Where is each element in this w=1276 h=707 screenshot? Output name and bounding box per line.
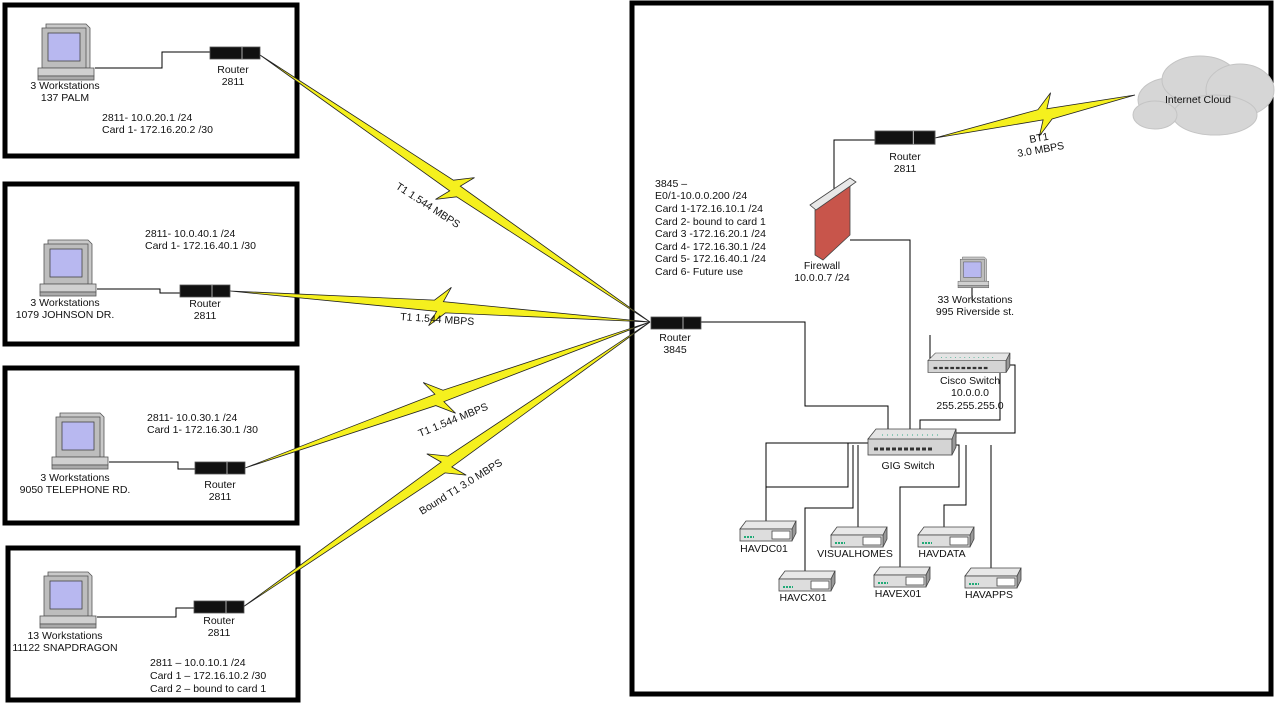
server-label: HAVCX01: [779, 592, 826, 604]
workstation-icon: [39, 571, 97, 629]
site-box-telephone: [2, 365, 300, 526]
workstation-icon: [39, 239, 97, 297]
firewall-label: Firewall: [804, 260, 840, 272]
svg-text:3845 –: 3845 –: [655, 178, 687, 190]
firewall-ip: 10.0.0.7 /24: [794, 272, 850, 284]
site-ip-line: Card 1- 172.16.40.1 /30: [145, 240, 256, 252]
workstation-icon: [37, 23, 95, 81]
svg-text:Card 2- bound to card 1: Card 2- bound to card 1: [655, 216, 766, 228]
site-address: 11122 SNAPDRAGON: [12, 642, 117, 654]
server-label: VISUALHOMES: [817, 548, 893, 560]
server-label: HAVEX01: [875, 588, 922, 600]
site-ip-line: Card 2 – bound to card 1: [150, 683, 266, 695]
svg-text:Card 4- 172.16.30.1 /24: Card 4- 172.16.30.1 /24: [655, 241, 766, 253]
site-workstations: 3 Workstations: [40, 472, 109, 484]
lightning-link-icon: [259, 54, 651, 323]
site-box-johnson: [2, 181, 300, 347]
server-icon: [964, 567, 1022, 589]
internet-cloud-icon: [1132, 55, 1275, 136]
router-label: Router: [189, 298, 221, 310]
workstation-icon: [51, 412, 109, 470]
router-icon: [209, 46, 261, 60]
svg-text:Card 1-172.16.10.1 /24: Card 1-172.16.10.1 /24: [655, 203, 763, 215]
site-ip-line: Card 1- 172.16.20.2 /30: [102, 124, 213, 136]
svg-text:Card 6- Future use: Card 6- Future use: [655, 266, 743, 278]
site-ip-line: 2811 – 10.0.10.1 /24: [150, 657, 246, 669]
router-icon: [193, 600, 245, 614]
core-router-label: Router: [659, 332, 691, 344]
site-address: 1079 JOHNSON DR.: [16, 309, 115, 321]
router-label: Router: [203, 615, 235, 627]
site-address: 9050 TELEPHONE RD.: [20, 484, 131, 496]
link-label: T1 1.544 MBPS: [400, 311, 475, 328]
edge-router-label: Router: [889, 151, 921, 163]
link-label: Bound T1 3.0 MBPS: [417, 457, 504, 518]
site-ip-line: 2811- 10.0.30.1 /24: [147, 412, 237, 424]
core-router-model: 3845: [663, 344, 687, 356]
site-workstations: 3 Workstations: [30, 297, 99, 309]
site-workstations: 13 Workstations: [27, 630, 102, 642]
router-icon: [194, 461, 246, 475]
server-icon: [917, 526, 975, 548]
router-label: Router: [217, 64, 249, 76]
gig-switch-icon: [866, 427, 958, 457]
workstation-icon: [957, 256, 990, 289]
server-icon: [778, 570, 836, 592]
site-workstations: 3 Workstations: [30, 80, 99, 92]
server-icon: [739, 520, 797, 542]
cisco-switch-mask: 255.255.255.0: [936, 400, 1003, 412]
lightning-link-icon: [242, 321, 651, 608]
gig-switch-label: GIG Switch: [881, 460, 934, 472]
firewall-icon: [809, 177, 857, 261]
core-router-icon: [650, 316, 702, 330]
router-model: 2811: [208, 627, 231, 639]
cisco-switch-ip: 10.0.0.0: [951, 387, 989, 399]
edge-router-icon: [874, 130, 936, 145]
server-icon: [830, 526, 888, 548]
site-box-snapdragon: [5, 545, 301, 703]
wan-links: [229, 54, 1136, 608]
site-ip-line: Card 1- 172.16.30.1 /30: [147, 424, 258, 436]
site-ip-line: Card 1 – 172.16.10.2 /30: [150, 670, 266, 682]
internet-link-speed: 3.0 MBPS: [1016, 140, 1065, 160]
core-router-config: 3845 – E0/1-10.0.0.200 /24 Card 1-172.16…: [655, 178, 766, 278]
hq-address: 995 Riverside st.: [936, 306, 1014, 318]
server-label: HAVDC01: [740, 543, 788, 555]
router-label: Router: [204, 479, 236, 491]
server-label: HAVDATA: [918, 548, 965, 560]
hq-box: [629, 0, 1274, 697]
lightning-link-icon: [244, 321, 651, 469]
cisco-switch-icon: [926, 351, 1012, 374]
router-icon: [179, 284, 231, 298]
internet-cloud-label: Internet Cloud: [1165, 94, 1231, 106]
site-ip-line: 2811- 10.0.40.1 /24: [145, 228, 235, 240]
lightning-link-icon: [934, 92, 1136, 139]
router-model: 2811: [209, 491, 232, 503]
server-label: HAVAPPS: [965, 589, 1013, 601]
svg-text:Card 3 -172.16.20.1 /24: Card 3 -172.16.20.1 /24: [655, 228, 766, 240]
site-address: 137 PALM: [41, 92, 89, 104]
hq-workstations: 33 Workstations: [937, 294, 1012, 306]
router-model: 2811: [222, 76, 245, 88]
svg-text:Card 5- 172.16.40.1 /24: Card 5- 172.16.40.1 /24: [655, 253, 766, 265]
cisco-switch-label: Cisco Switch: [940, 375, 1000, 387]
edge-router-model: 2811: [894, 163, 917, 175]
server-icon: [873, 566, 931, 588]
site-ip-line: 2811- 10.0.20.1 /24: [102, 112, 192, 124]
router-model: 2811: [194, 310, 217, 322]
internet-link-name: BT1: [1028, 131, 1049, 146]
svg-text:E0/1-10.0.0.200 /24: E0/1-10.0.0.200 /24: [655, 190, 747, 202]
